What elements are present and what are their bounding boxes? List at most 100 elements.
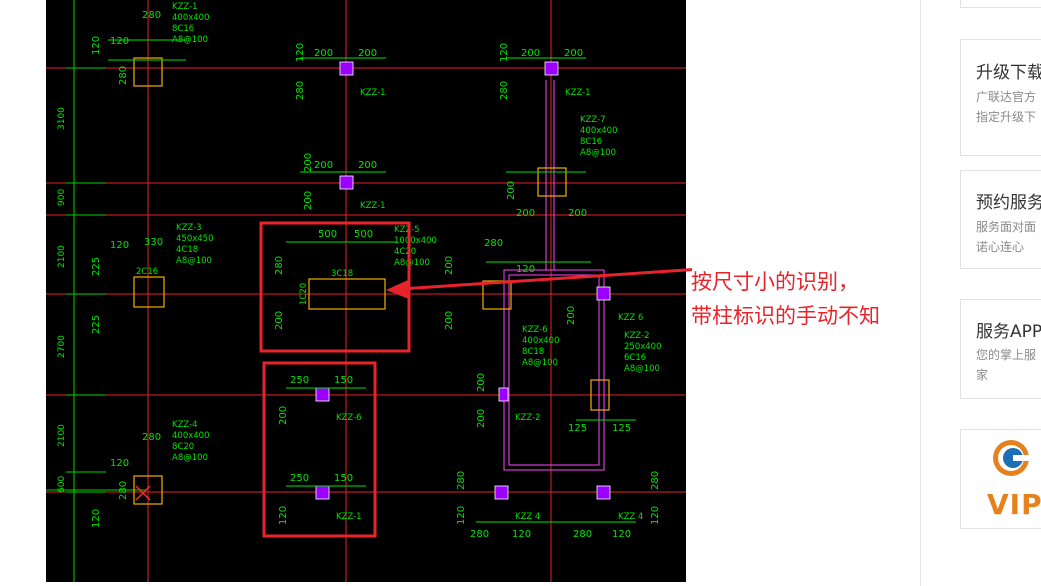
- column-tag-small: KZZ 4: [515, 512, 540, 522]
- column-tag-id: KZZ-1: [172, 2, 198, 12]
- column-tag-id: KZZ-5: [394, 225, 420, 235]
- column-tag-stirrup: A8@100: [624, 364, 660, 374]
- dim-label: 500: [318, 229, 337, 240]
- dim-label: 200: [444, 256, 455, 275]
- column-tag-id: KZZ-2: [624, 331, 650, 341]
- column-tag-small: KZZ-2: [515, 413, 541, 423]
- axis-dim-text: 2100: [57, 424, 67, 447]
- column-tag-stirrup: A8@100: [394, 258, 430, 268]
- error-cross: [135, 485, 151, 501]
- dim-label: 120: [516, 264, 535, 275]
- column-marker: [315, 485, 330, 500]
- column-tag-small: KZZ-1: [360, 88, 386, 98]
- dim-label: 200: [303, 191, 314, 210]
- axis-dim-text: 3100: [57, 107, 67, 130]
- column-tag-id: KZZ-3: [176, 223, 202, 233]
- axis-dim-text: 600: [57, 476, 67, 493]
- dim-label: 200: [476, 373, 487, 392]
- dim-label: 120: [91, 509, 102, 528]
- dim-label: 200: [506, 181, 517, 200]
- column-tag-size: 450x450: [176, 234, 213, 244]
- column-marker: [596, 485, 611, 500]
- dim-label: 280: [484, 238, 503, 249]
- axis-dim-text: 2700: [57, 335, 67, 358]
- dim-label: 120: [110, 458, 129, 469]
- beam-outline: [503, 80, 605, 471]
- rebar-label: 2C16: [136, 267, 158, 277]
- annotation-line2: 带柱标识的手动不知: [691, 304, 880, 328]
- dim-label: 280: [118, 66, 129, 85]
- dim-label: 150: [334, 375, 353, 386]
- dim-label: 200: [568, 208, 587, 219]
- cad-drawing-viewport[interactable]: 3100 900 2100 2700 2100 600: [46, 0, 686, 582]
- dim-label: 200: [358, 48, 377, 59]
- column-marker: [339, 175, 354, 190]
- rebar-label: 3C18: [331, 269, 353, 279]
- sidebar-card-app[interactable]: 服务APP 您的掌上服 家: [960, 299, 1041, 399]
- column-marker: [315, 387, 330, 402]
- dim-label: 280: [650, 471, 661, 490]
- sidebar-card-upgrade[interactable]: 升级下载 广联达官方 指定升级下: [960, 39, 1041, 156]
- card-desc: 家: [976, 368, 989, 382]
- dim-label: 120: [499, 43, 510, 62]
- dim-label: 250: [290, 375, 309, 386]
- column-marker: [544, 61, 559, 76]
- dim-label: 330: [144, 237, 163, 248]
- column-kzz2: [590, 379, 610, 411]
- dim-label: 120: [650, 506, 661, 525]
- dim-label: 280: [295, 81, 306, 100]
- dim-label: 280: [470, 529, 489, 540]
- dim-label: 200: [564, 48, 583, 59]
- column-tag-stirrup: A8@100: [172, 35, 208, 45]
- dim-label: 225: [91, 257, 102, 276]
- column-tag-size: 1000x400: [394, 236, 437, 246]
- column-tag-small: KZZ-1: [565, 88, 591, 98]
- highlight-box-small-columns: [262, 361, 377, 538]
- column-tag-rebar: 4C20: [394, 247, 416, 257]
- dim-label: 120: [456, 506, 467, 525]
- sidebar-card-vip[interactable]: VIP: [960, 429, 1041, 529]
- dim-label: 120: [278, 506, 289, 525]
- column-tag-rebar: 8C18: [522, 347, 544, 357]
- column-marker: [498, 387, 509, 402]
- column-tag-rebar: 4C18: [176, 245, 198, 255]
- card-desc: 诺心连心: [976, 240, 1025, 254]
- column-tag-small: KZZ-1: [360, 201, 386, 211]
- dim-label: 280: [118, 481, 129, 500]
- dim-label: 280: [456, 471, 467, 490]
- dim-label: 200: [521, 48, 540, 59]
- card-desc: 您的掌上服: [976, 348, 1037, 362]
- column-tag-small: KZZ-6: [336, 413, 362, 423]
- dim-label: 200: [314, 160, 333, 171]
- sidebar-card-top[interactable]: [960, 0, 1041, 8]
- dim-label: 280: [142, 10, 161, 21]
- column-tag-id: KZZ-6: [522, 325, 548, 335]
- card-title: 升级下载: [976, 63, 1041, 83]
- card-desc: 服务面对面: [976, 220, 1037, 234]
- dim-label: 200: [278, 406, 289, 425]
- dim-label: 280: [573, 529, 592, 540]
- annotation-line1: 按尺寸小的识别，: [691, 270, 859, 294]
- sidebar-card-appointment[interactable]: 预约服务 服务面对面 诺心连心: [960, 170, 1041, 269]
- card-title: 预约服务: [976, 193, 1041, 213]
- column-tag-small: KZZ-1: [336, 512, 362, 522]
- axis-dim-text: 900: [57, 189, 67, 206]
- column-kzz3: [133, 276, 165, 308]
- dim-label: 200: [358, 160, 377, 171]
- vip-label: VIP: [987, 488, 1041, 521]
- column-tag-size: 400x400: [522, 336, 559, 346]
- column-marker: [494, 485, 509, 500]
- card-title: 服务APP: [976, 322, 1041, 342]
- card-desc: 指定升级下: [976, 110, 1037, 124]
- column-kzz1: [133, 57, 163, 87]
- dim-label: 120: [91, 36, 102, 55]
- dim-label: 200: [314, 48, 333, 59]
- dim-label: 125: [612, 423, 631, 434]
- column-tag-rebar: 8C16: [580, 137, 602, 147]
- dim-label: 500: [354, 229, 373, 240]
- column-tag-stirrup: A8@100: [580, 148, 616, 158]
- column-kzz4: [133, 475, 163, 505]
- column-tag-size: 400x400: [580, 126, 617, 136]
- vip-logo-icon: [993, 440, 1029, 476]
- dim-label: 250: [290, 473, 309, 484]
